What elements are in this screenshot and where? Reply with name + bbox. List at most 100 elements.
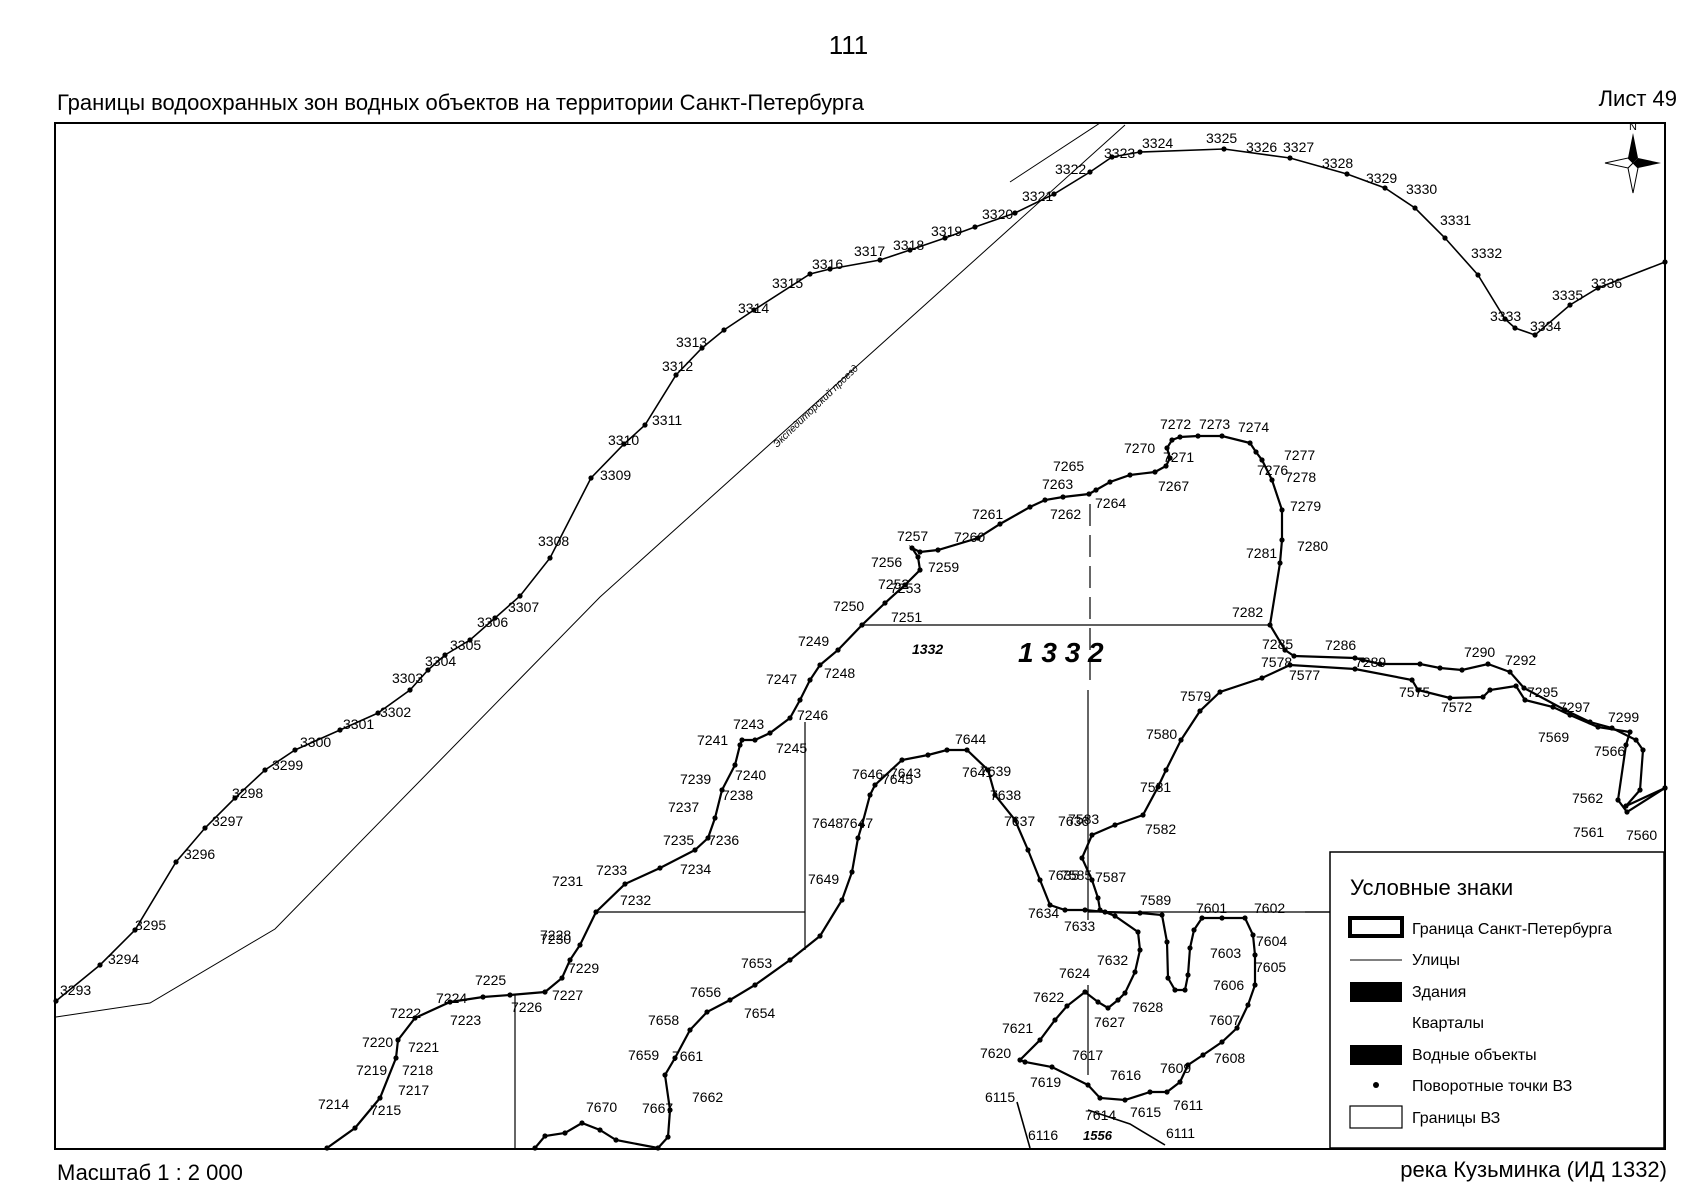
scale-text: Масштаб 1 : 2 000 bbox=[57, 1160, 243, 1185]
point-label: 7221 bbox=[408, 1039, 439, 1055]
point-label: 7251 bbox=[891, 609, 922, 625]
legend-label-buildings: Здания bbox=[1412, 984, 1466, 1001]
vertex-dot bbox=[1037, 877, 1043, 883]
point-label: 7648 bbox=[812, 815, 843, 831]
vertex-dot bbox=[899, 757, 905, 763]
point-label: 3295 bbox=[135, 917, 166, 933]
point-label: 3315 bbox=[772, 275, 803, 291]
vertex-dot bbox=[1234, 1025, 1240, 1031]
vertex-dot bbox=[1012, 210, 1018, 216]
vertex-dot bbox=[1037, 1037, 1043, 1043]
vertex-dot bbox=[727, 997, 733, 1003]
vertex-dot bbox=[1025, 847, 1031, 853]
vertex-dot bbox=[202, 825, 208, 831]
vertex-dot bbox=[507, 992, 513, 998]
point-label: 7230 bbox=[540, 931, 571, 947]
point-label: 7280 bbox=[1297, 538, 1328, 554]
point-label: 7641 bbox=[962, 764, 993, 780]
vertex-dot bbox=[542, 1133, 548, 1139]
point-label: 7239 bbox=[680, 771, 711, 787]
point-label: 6115 bbox=[985, 1089, 1015, 1105]
point-label: 7635 bbox=[1048, 867, 1079, 883]
vertex-dot bbox=[1623, 742, 1629, 748]
vertex-dot bbox=[1279, 507, 1285, 513]
point-label: 7560 bbox=[1626, 827, 1657, 843]
vertex-dot bbox=[972, 224, 978, 230]
point-label: 3308 bbox=[538, 533, 569, 549]
vertex-dot bbox=[752, 982, 758, 988]
point-label: 7290 bbox=[1464, 644, 1495, 660]
point-label: 7575 bbox=[1399, 684, 1430, 700]
vertex-dot bbox=[1242, 915, 1248, 921]
vertex-dot bbox=[1247, 440, 1253, 446]
point-label: 3303 bbox=[392, 670, 423, 686]
point-label: 7608 bbox=[1214, 1050, 1245, 1066]
point-label: 7579 bbox=[1180, 688, 1211, 704]
vertex-dot bbox=[547, 555, 553, 561]
vertex-dot bbox=[1417, 661, 1423, 667]
legend-label-turning-points: Поворотные точки ВЗ bbox=[1412, 1078, 1572, 1095]
vertex-dot bbox=[173, 859, 179, 865]
vertex-dot bbox=[622, 881, 628, 887]
vertex-dot bbox=[737, 742, 743, 748]
vertex-dot bbox=[442, 652, 448, 658]
vertex-dot bbox=[787, 715, 793, 721]
point-label: 7614 bbox=[1085, 1107, 1116, 1123]
vertex-dot bbox=[1252, 982, 1258, 988]
vertex-dot bbox=[872, 782, 878, 788]
point-label: 7585 bbox=[1061, 867, 1092, 883]
vertex-dot bbox=[835, 647, 841, 653]
point-label: 7647 bbox=[842, 815, 873, 831]
lower-line-2 bbox=[1087, 1109, 1166, 1146]
vertex-dot bbox=[1595, 724, 1601, 730]
vertex-dot bbox=[1095, 895, 1101, 901]
point-label: 7644 bbox=[955, 731, 986, 747]
point-label: 7637 bbox=[1004, 813, 1035, 829]
vertex-points bbox=[53, 146, 1668, 1151]
vertex-dot bbox=[1052, 1017, 1058, 1023]
vertex-dot bbox=[352, 1125, 358, 1131]
vertex-dot bbox=[1087, 169, 1093, 175]
vertex-dot bbox=[1137, 947, 1143, 953]
vertex-dot bbox=[1291, 653, 1297, 659]
point-label: 7272 bbox=[1160, 416, 1191, 432]
vertex-dot bbox=[807, 677, 813, 683]
vertex-dot bbox=[997, 521, 1003, 527]
point-label: 7262 bbox=[1050, 506, 1081, 522]
vertex-dot bbox=[1137, 910, 1143, 916]
vertex-dot bbox=[1195, 433, 1201, 439]
point-label: 7589 bbox=[1140, 892, 1171, 908]
point-label: 7285 bbox=[1262, 636, 1293, 652]
vertex-dot bbox=[1360, 657, 1366, 663]
vertex-dot bbox=[817, 933, 823, 939]
point-label: 3317 bbox=[854, 243, 885, 259]
vertex-dot bbox=[567, 957, 573, 963]
vertex-dot bbox=[324, 1145, 330, 1151]
point-label: 7619 bbox=[1030, 1074, 1061, 1090]
legend-symbol-wpz-border bbox=[1349, 1105, 1403, 1129]
point-label: 7601 bbox=[1196, 900, 1227, 916]
vertex-dot bbox=[1112, 822, 1118, 828]
point-label: 7658 bbox=[648, 1012, 679, 1028]
point-label: 3294 bbox=[108, 951, 139, 967]
vertex-dot bbox=[719, 787, 725, 793]
vertex-dot bbox=[907, 247, 913, 253]
vertex-dot bbox=[665, 1134, 671, 1140]
point-label: 7281 bbox=[1246, 545, 1277, 561]
vertex-dot bbox=[1122, 990, 1128, 996]
vertex-dot bbox=[1097, 1095, 1103, 1101]
vertex-dot bbox=[1480, 694, 1486, 700]
vertex-dot bbox=[1259, 675, 1265, 681]
point-label: 7277 bbox=[1284, 447, 1315, 463]
point-label: 7659 bbox=[628, 1047, 659, 1063]
point-label: 7234 bbox=[680, 861, 711, 877]
vertex-dot bbox=[588, 475, 594, 481]
vertex-dot bbox=[337, 727, 343, 733]
point-label: 7578 bbox=[1261, 654, 1292, 670]
legend-label-water: Водные объекты bbox=[1412, 1047, 1537, 1064]
point-label: 6116 bbox=[1028, 1127, 1058, 1143]
vertex-dot bbox=[1200, 1052, 1206, 1058]
point-label: 7602 bbox=[1254, 900, 1285, 916]
point-label: 7616 bbox=[1110, 1067, 1141, 1083]
vertex-dot bbox=[1615, 797, 1621, 803]
